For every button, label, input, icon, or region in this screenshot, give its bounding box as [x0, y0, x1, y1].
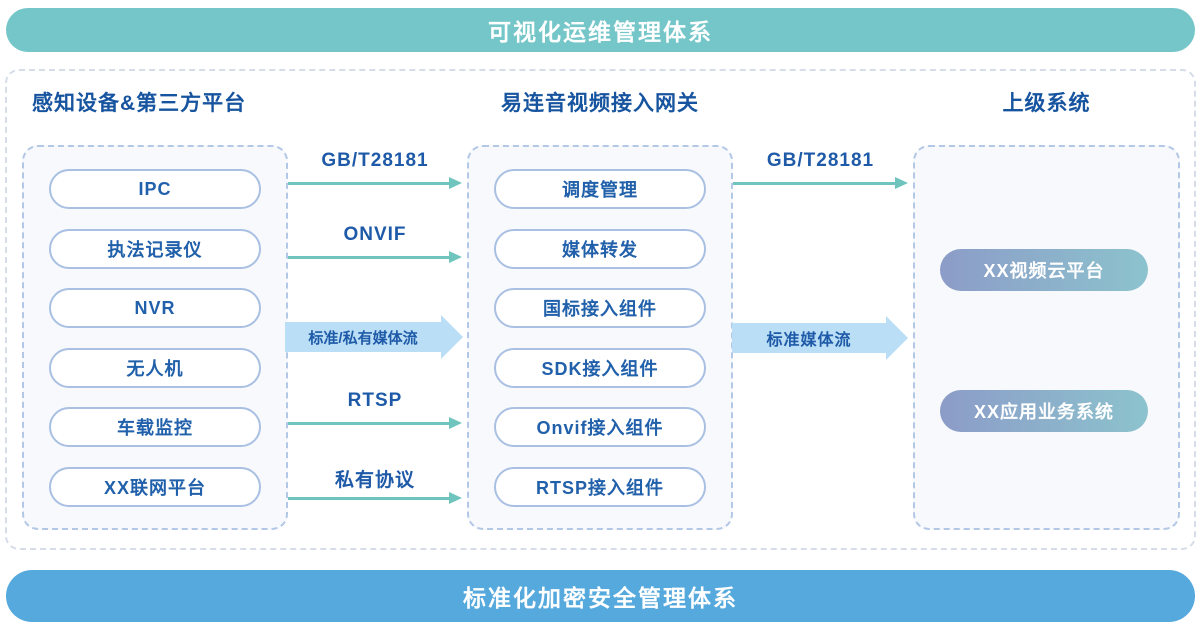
bottom-banner: 标准化加密安全管理体系	[6, 570, 1195, 622]
arrowhead-icon	[449, 417, 462, 429]
arrow-label: GB/T28181	[321, 150, 429, 171]
arrow-shaft	[288, 182, 449, 185]
device-pill-body-camera: 执法记录仪	[49, 229, 261, 269]
arrowhead-icon	[449, 492, 462, 504]
arrow-onvif: ONVIF	[288, 224, 462, 263]
arrow-label: 私有协议	[334, 470, 415, 491]
gateway-pill-rtsp-access: RTSP接入组件	[494, 467, 706, 507]
column-title-devices: 感知设备&第三方平台	[32, 92, 247, 115]
block-arrowhead-icon	[886, 316, 908, 360]
arrow-label: GB/T28181	[766, 150, 875, 171]
arrow-label: RTSP	[347, 390, 403, 411]
arrow-gbt28181-right: GB/T28181	[733, 150, 908, 189]
gateway-pill-gb-access: 国标接入组件	[494, 288, 706, 328]
column-title-gateway: 易连音视频接入网关	[501, 92, 699, 115]
gateway-pill-media-forward: 媒体转发	[494, 229, 706, 269]
arrow-rtsp: RTSP	[288, 390, 462, 429]
block-arrow-label: 标准/私有媒体流	[285, 322, 441, 352]
devices-panel: IPC 执法记录仪 NVR 无人机 车载监控 XX联网平台	[22, 145, 288, 530]
arrow-std-private-media-stream: 标准/私有媒体流	[285, 315, 463, 359]
device-pill-vehicle-monitor: 车载监控	[49, 407, 261, 447]
arrow-standard-media-stream: 标准媒体流	[732, 316, 908, 360]
arrowhead-icon	[449, 177, 462, 189]
arrow-shaft	[288, 256, 449, 259]
upstream-panel: XX视频云平台 XX应用业务系统	[913, 145, 1180, 530]
device-pill-nvr: NVR	[49, 288, 261, 328]
device-pill-network-platform: XX联网平台	[49, 467, 261, 507]
device-pill-drone: 无人机	[49, 348, 261, 388]
upstream-pill-video-cloud: XX视频云平台	[940, 249, 1148, 291]
upstream-pill-business-system: XX应用业务系统	[940, 390, 1148, 432]
arrowhead-icon	[449, 251, 462, 263]
arrow-label: ONVIF	[343, 224, 407, 245]
arrow-gbt28181-left: GB/T28181	[288, 150, 462, 189]
block-arrowhead-icon	[441, 315, 463, 359]
device-pill-ipc: IPC	[49, 169, 261, 209]
block-arrow-label: 标准媒体流	[732, 323, 886, 353]
arrow-shaft	[288, 422, 449, 425]
gateway-pill-onvif-access: Onvif接入组件	[494, 407, 706, 447]
arrow-private-protocol: 私有协议	[288, 470, 462, 504]
column-title-upstream: 上级系统	[1002, 92, 1091, 115]
gateway-pill-dispatch: 调度管理	[494, 169, 706, 209]
arrow-shaft	[288, 497, 449, 500]
arrow-shaft	[733, 182, 895, 185]
gateway-pill-sdk-access: SDK接入组件	[494, 348, 706, 388]
arrowhead-icon	[895, 177, 908, 189]
gateway-panel: 调度管理 媒体转发 国标接入组件 SDK接入组件 Onvif接入组件 RTSP接…	[467, 145, 733, 530]
top-banner: 可视化运维管理体系	[6, 8, 1195, 52]
